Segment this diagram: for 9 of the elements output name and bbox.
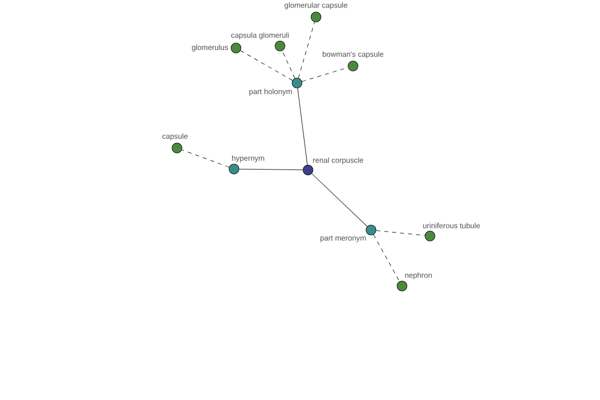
connector-line <box>376 230 426 236</box>
connector-line <box>312 173 368 227</box>
connector-line <box>282 50 296 78</box>
connector-line <box>373 234 400 282</box>
connector-line <box>297 88 308 166</box>
connector-line <box>240 50 293 81</box>
connector-line <box>239 168 303 170</box>
connector-line <box>298 22 315 78</box>
connector-line <box>182 150 230 168</box>
